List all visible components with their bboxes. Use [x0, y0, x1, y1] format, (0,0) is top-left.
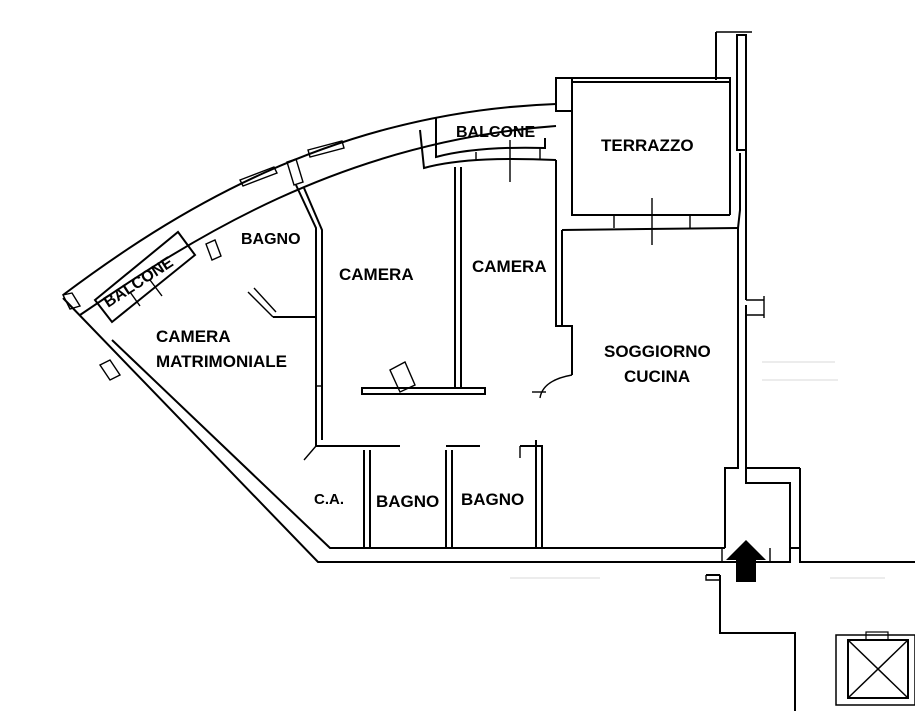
facade-windows [205, 140, 345, 261]
label-balcone-left: BALCONE [101, 254, 177, 312]
interior-walls [247, 160, 573, 548]
label-balcone-top: BALCONE [456, 124, 535, 141]
elevator-icon [835, 631, 915, 706]
balcone-left-walls [61, 230, 197, 381]
outer-walls [62, 31, 915, 711]
label-ca: C.A. [314, 491, 344, 508]
label-soggiorno-1: SOGGIORNO [604, 342, 711, 361]
label-terrazzo: TERRAZZO [601, 136, 694, 155]
label-camera-matrimoniale-2: MATRIMONIALE [156, 352, 287, 371]
label-camera-matrimoniale-1: CAMERA [156, 327, 231, 346]
label-camera-mid: CAMERA [339, 265, 414, 284]
label-soggiorno-2: CUCINA [624, 367, 690, 386]
label-bagno-upper: BAGNO [241, 231, 301, 248]
room-labels: BALCONE TERRAZZO BAGNO CAMERA CAMERA BAL… [101, 124, 711, 511]
balcone-top-walls [419, 117, 557, 182]
entrance-marks [510, 296, 885, 579]
label-bagno-1: BAGNO [376, 492, 439, 511]
terrazzo-walls [555, 77, 739, 245]
arrow-up-icon [726, 540, 766, 582]
label-bagno-2: BAGNO [461, 490, 524, 509]
label-camera-right: CAMERA [472, 257, 547, 276]
